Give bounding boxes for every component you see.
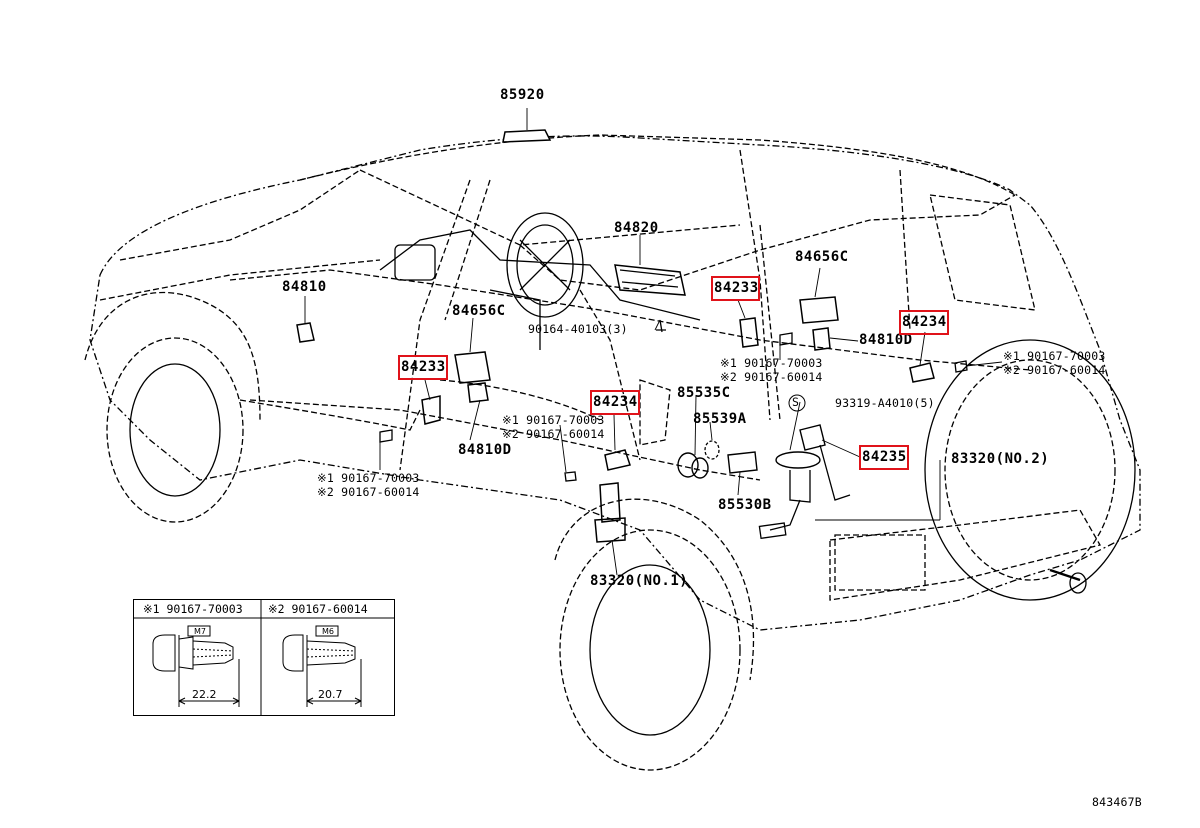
legend-box1-title: ※1 90167-70003 [143, 602, 243, 616]
s-mark-circle [788, 394, 806, 412]
label-84820: 84820 [614, 220, 659, 236]
label-90164: 90164-40103(3) [528, 322, 628, 336]
label-83320-no1: 83320(NO.1) [590, 573, 689, 589]
label-84233-right[interactable]: 84233 [714, 280, 759, 296]
part-85535c [677, 452, 699, 478]
bolt-legend-table [133, 599, 395, 716]
legend-box2-length: 20.7 [318, 688, 343, 701]
switch-84810 [296, 322, 315, 343]
overhead-lamp-85920 [502, 129, 552, 143]
spare-tire [924, 339, 1136, 601]
fuel-gauge-sender-no1 [599, 482, 621, 523]
label-s-mark: S [792, 395, 800, 409]
front-wheel [106, 337, 244, 523]
legend-box1-thread: M7 [194, 627, 206, 636]
label-84233-left[interactable]: 84233 [401, 359, 446, 375]
switch-panel-84820 [614, 264, 686, 296]
label-84810d-left: 84810D [458, 442, 512, 458]
bolt-ref-right-1: ※1 90167-70003 [1003, 349, 1106, 363]
highlight-84233-left [398, 355, 448, 380]
label-84656c-right: 84656C [795, 249, 849, 265]
legend-box2-title: ※2 90167-60014 [268, 602, 368, 616]
bolt-m6-drawing [282, 625, 362, 707]
hood-line [119, 169, 361, 261]
label-83320-no2: 83320(NO.2) [951, 451, 1050, 467]
label-85530b: 85530B [718, 497, 772, 513]
window-switch-right [799, 296, 839, 324]
part-85539a [704, 440, 720, 460]
figure-code: 843467B [1092, 795, 1142, 809]
label-85539a: 85539A [693, 411, 747, 427]
highlight-84235 [859, 445, 909, 470]
highlight-84233-right [711, 276, 760, 301]
body-outline [89, 135, 1141, 631]
roof-line [299, 134, 1016, 196]
bolt-ref-left-1: ※1 90167-70003 [317, 471, 420, 485]
window-switch-left [454, 351, 491, 384]
dashboard [379, 229, 701, 321]
bolt-ref-left-2: ※2 90167-60014 [317, 485, 420, 499]
bolt-m7-drawing [152, 625, 240, 707]
label-93319: 93319-A4010(5) [835, 396, 935, 410]
bolt-ref-center-1: ※1 90167-70003 [502, 413, 605, 427]
legend-box1-length: 22.2 [192, 688, 217, 701]
label-84234-right[interactable]: 84234 [902, 314, 947, 330]
label-84235[interactable]: 84235 [862, 449, 907, 465]
label-84810: 84810 [282, 279, 327, 295]
label-85920: 85920 [500, 87, 545, 103]
bolt-ref-upper-2: ※2 90167-60014 [720, 370, 823, 384]
leader-lines [304, 108, 1003, 576]
label-84234-center[interactable]: 84234 [593, 394, 638, 410]
highlight-84234-right [899, 310, 949, 335]
legend-box2-thread: M6 [322, 627, 334, 636]
part-85530b [727, 451, 758, 474]
fuel-pump [775, 451, 821, 469]
rear-wheel [559, 529, 741, 771]
label-85535c: 85535C [677, 385, 731, 401]
bolt-ref-center-2: ※2 90167-60014 [502, 427, 605, 441]
label-84810d-right: 84810D [859, 332, 913, 348]
bolt-ref-right-2: ※2 90167-60014 [1003, 363, 1106, 377]
highlight-84234-center [590, 390, 640, 415]
label-84656c-left: 84656C [452, 303, 506, 319]
bolt-ref-upper-1: ※1 90167-70003 [720, 356, 823, 370]
